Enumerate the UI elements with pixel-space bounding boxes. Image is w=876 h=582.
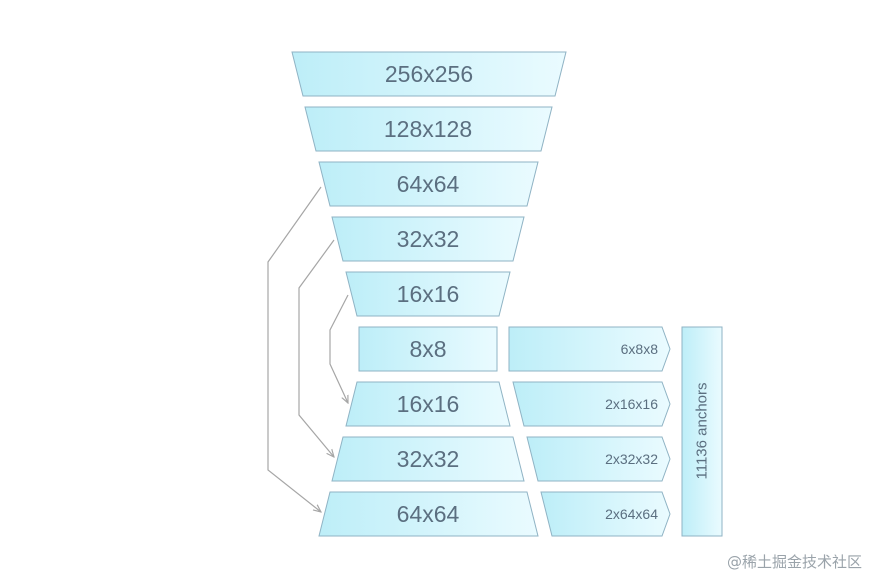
skip-arrow-32	[298, 239, 334, 457]
head-block	[508, 326, 671, 372]
output-head: 2x32x32	[526, 436, 671, 482]
layer-label: 128x128	[384, 116, 472, 142]
decoder-stack: 16x16 32x32 64x64	[318, 381, 539, 537]
head-label: 2x16x16	[605, 396, 658, 412]
head-block	[512, 381, 671, 427]
encoder-layer: 64x64	[318, 161, 539, 207]
decoder-layer: 64x64	[318, 491, 539, 537]
layer-block	[318, 491, 539, 537]
encoder-layer: 256x256	[291, 51, 567, 97]
layer-block	[345, 271, 511, 317]
layer-block	[358, 326, 498, 372]
layer-block	[291, 51, 567, 97]
layer-block	[304, 106, 553, 152]
output-head: 2x16x16	[512, 381, 671, 427]
layer-label: 64x64	[397, 171, 460, 197]
layer-label: 16x16	[397, 391, 460, 417]
skip-connections	[267, 186, 348, 512]
skip-arrow-64	[267, 186, 321, 512]
layer-block	[331, 436, 525, 482]
layer-label: 16x16	[397, 281, 460, 307]
output-head: 2x64x64	[540, 491, 671, 537]
layer-label: 64x64	[397, 501, 460, 527]
encoder-stack: 256x256 128x128 64x64 32x32 16x16 8x8	[291, 51, 567, 372]
layer-block	[331, 216, 525, 262]
layer-label: 32x32	[397, 446, 460, 472]
head-block	[540, 491, 671, 537]
layer-label: 32x32	[397, 226, 460, 252]
anchors-label: 11136 anchors	[694, 382, 711, 479]
layer-block	[345, 381, 511, 427]
head-label: 2x32x32	[605, 451, 658, 467]
encoder-layer: 32x32	[331, 216, 525, 262]
head-label: 2x64x64	[605, 506, 658, 522]
output-head: 6x8x8	[508, 326, 671, 372]
encoder-layer: 8x8	[358, 326, 498, 372]
encoder-layer: 16x16	[345, 271, 511, 317]
anchors-block	[681, 326, 723, 537]
head-label: 6x8x8	[621, 341, 659, 357]
output-heads: 6x8x8 2x16x16 2x32x32 2x64x64	[508, 326, 671, 537]
encoder-layer: 128x128	[304, 106, 553, 152]
head-block	[526, 436, 671, 482]
anchors-box: 11136 anchors	[681, 326, 723, 537]
layer-label: 256x256	[385, 61, 473, 87]
watermark-text: @稀土掘金技术社区	[726, 553, 862, 571]
decoder-layer: 32x32	[331, 436, 525, 482]
decoder-layer: 16x16	[345, 381, 511, 427]
skip-arrow-16	[329, 294, 348, 403]
layer-label: 8x8	[409, 336, 446, 362]
layer-block	[318, 161, 539, 207]
